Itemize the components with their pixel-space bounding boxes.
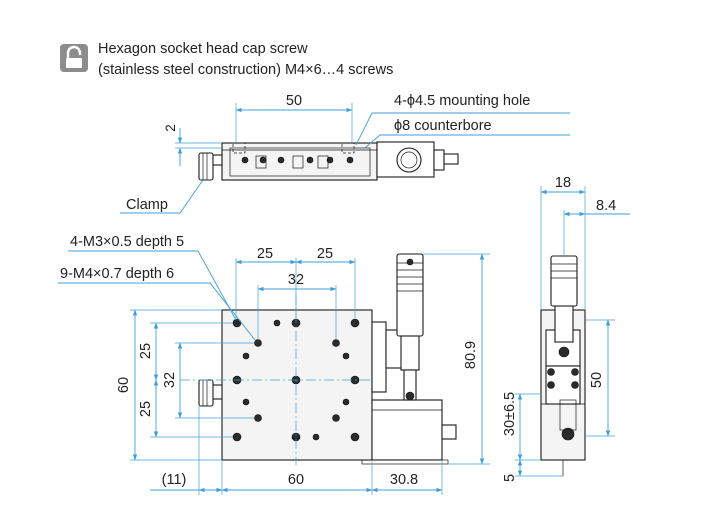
- dim-side-height: 30±6.5: [502, 392, 518, 436]
- dim-front-micrometer-height: 80.9: [463, 341, 479, 369]
- front-view-holes: [232, 318, 360, 442]
- leader-clamp: [120, 179, 204, 214]
- dim-top-width: 50: [286, 93, 302, 109]
- note-m4-holes: 9-M4×0.7 depth 6: [60, 266, 174, 282]
- front-view-micrometer-base: [371, 399, 443, 461]
- note-m3-holes: 4-M3×0.5 depth 5: [70, 234, 184, 250]
- dim-side-travel: 50: [589, 372, 605, 388]
- front-view-micrometer-barrel[interactable]: [396, 253, 424, 401]
- front-view: 25 25 32 4-M3×0.5 depth 5 9-M4×0.7 depth…: [58, 234, 490, 495]
- side-view-micrometer[interactable]: [550, 255, 578, 358]
- dim-front-left-lower: 25: [138, 401, 154, 417]
- dim-front-overall-height: 60: [116, 377, 132, 393]
- leader-m4: [58, 282, 256, 341]
- dim-side-width: 18: [555, 175, 571, 191]
- dim-front-overall-width: 60: [288, 472, 304, 488]
- header-note-line-2: (stainless steel construction) M4×6…4 sc…: [98, 62, 393, 78]
- dim-front-pitch-right: 25: [317, 246, 333, 262]
- dim-front-side-ext: 30.8: [390, 472, 418, 488]
- screw-icon: [60, 44, 88, 72]
- top-view-screws: [241, 155, 354, 169]
- dim-front-hole-span: 32: [288, 272, 304, 288]
- dim-front-left-upper: 25: [138, 343, 154, 359]
- top-view: 50 2 4-ϕ4.5 mounting hole ϕ8 counterbore…: [120, 93, 570, 214]
- top-view-micrometer[interactable]: [376, 141, 459, 178]
- front-view-clamp-knob[interactable]: [198, 379, 223, 407]
- note-mounting-hole: 4-ϕ4.5 mounting hole: [394, 93, 530, 109]
- leader-m3: [68, 250, 237, 321]
- dim-top-height: 2: [163, 124, 178, 132]
- top-view-stage-top-plate: [229, 147, 371, 177]
- dim-side-bottom: 5: [502, 474, 518, 482]
- dim-front-offset: (11): [162, 472, 187, 488]
- dim-front-left-span: 32: [162, 372, 178, 388]
- dim-side-offset: 8.4: [596, 198, 616, 214]
- note-counterbore: ϕ8 counterbore: [394, 118, 492, 134]
- label-clamp: Clamp: [126, 197, 168, 213]
- leader-mounting-hole: [355, 112, 570, 146]
- side-view-screw: [561, 427, 575, 441]
- header-note-line-1: Hexagon socket head cap screw: [98, 41, 308, 57]
- side-view: 18 8.4 50 30±6.5 5: [502, 175, 630, 482]
- dim-front-pitch-left: 25: [257, 246, 273, 262]
- top-view-clamp-knob[interactable]: [198, 152, 223, 181]
